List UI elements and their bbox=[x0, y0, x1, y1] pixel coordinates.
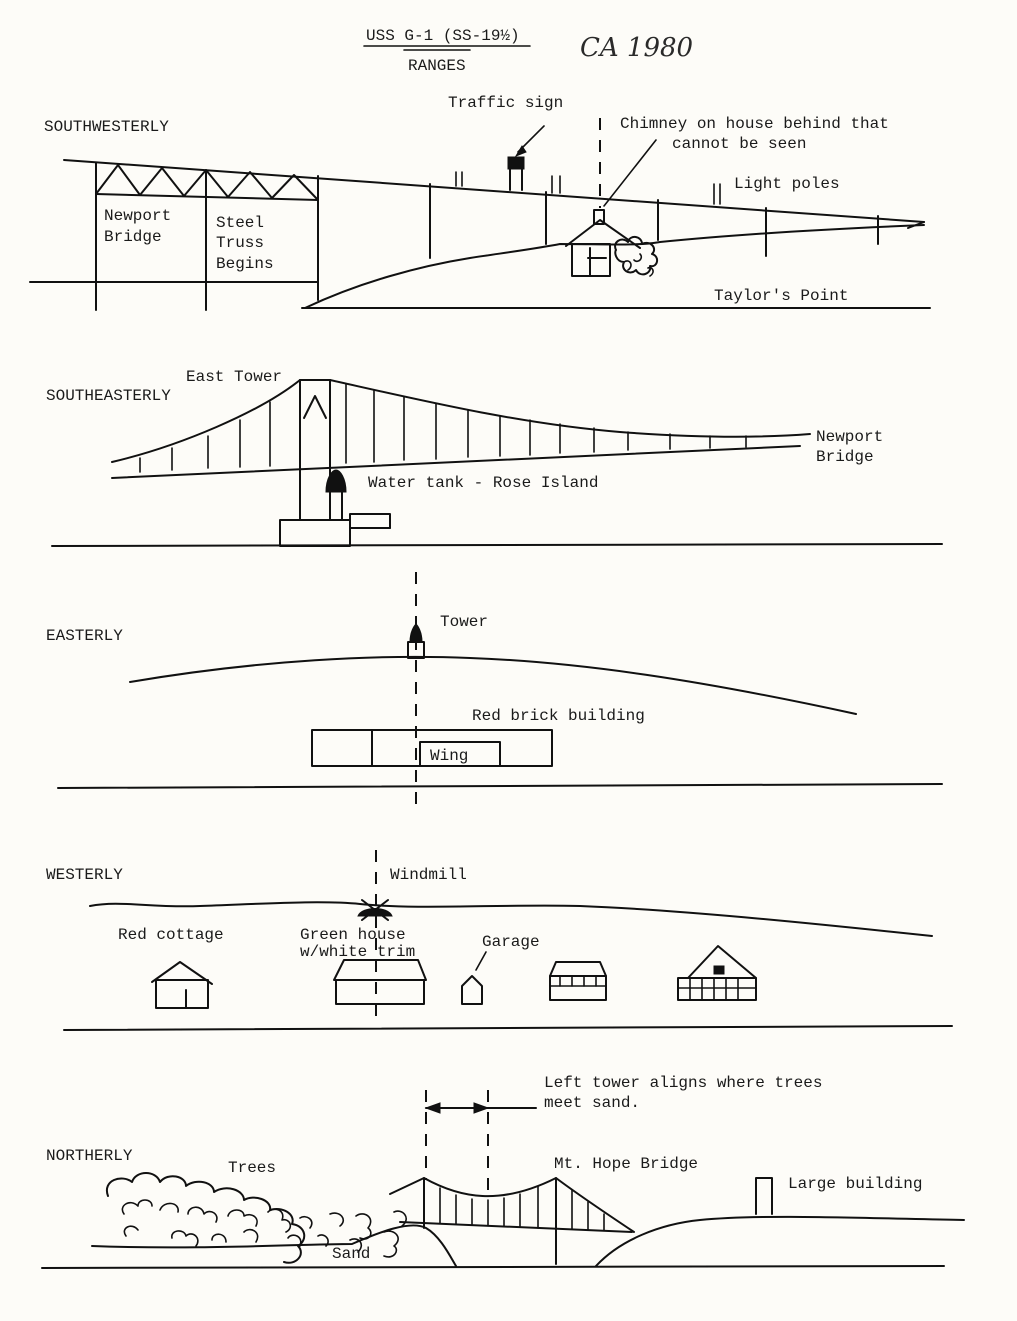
label-east-tower: East Tower bbox=[186, 368, 282, 386]
label-garage: Garage bbox=[482, 933, 540, 951]
label-steel-line1: Steel bbox=[216, 214, 264, 232]
hill-silhouette bbox=[304, 224, 925, 309]
house-roof bbox=[565, 219, 641, 249]
red-cottage bbox=[155, 979, 209, 1009]
waterline bbox=[51, 543, 943, 547]
section-easterly: EASTERLY Tower Red brick building Wing bbox=[46, 572, 943, 808]
header: USS G-1 (SS-19½) RANGES CA 1980 bbox=[363, 27, 693, 75]
hill-silhouette bbox=[129, 655, 857, 715]
label-newport-line1: Newport bbox=[816, 428, 883, 446]
label-taylors-point: Taylor's Point bbox=[714, 287, 848, 305]
heading-easterly: EASTERLY bbox=[46, 627, 123, 645]
water-tank bbox=[325, 469, 347, 493]
garage bbox=[461, 975, 483, 1005]
traffic-sign bbox=[507, 156, 525, 170]
house bbox=[677, 977, 757, 1001]
heading-northerly: NORTHERLY bbox=[46, 1147, 133, 1165]
heading-southwesterly: SOUTHWESTERLY bbox=[44, 118, 169, 136]
label-chimney-line1: Chimney on house behind that bbox=[620, 115, 889, 133]
section-northerly: NORTHERLY Left tower aligns where trees … bbox=[41, 1074, 965, 1269]
arrow-right-icon bbox=[473, 1102, 490, 1114]
hill-silhouette bbox=[89, 901, 933, 937]
house-window bbox=[713, 965, 725, 975]
house bbox=[549, 975, 607, 1001]
island-shed bbox=[349, 513, 391, 529]
shrubbery bbox=[614, 236, 658, 276]
house-roof bbox=[549, 961, 607, 977]
suspension-cable bbox=[329, 379, 811, 438]
suspender-cables bbox=[139, 383, 747, 473]
label-mt-hope-bridge: Mt. Hope Bridge bbox=[554, 1155, 698, 1173]
label-wing: Wing bbox=[430, 747, 468, 765]
large-building bbox=[755, 1177, 773, 1215]
arrow-left-icon bbox=[424, 1102, 441, 1114]
sand-shore bbox=[91, 1224, 457, 1267]
windmill-blade bbox=[361, 899, 389, 921]
bridge-deck bbox=[399, 1221, 633, 1233]
document-subtitle: RANGES bbox=[408, 57, 466, 75]
label-tower: Tower bbox=[440, 613, 488, 631]
section-westerly: WESTERLY Windmill Red cottage Green hous… bbox=[46, 850, 953, 1031]
porch-posts bbox=[677, 977, 757, 1001]
label-steel-line2: Truss bbox=[216, 234, 264, 252]
heading-southeasterly: SOUTHEASTERLY bbox=[46, 387, 171, 405]
arrow-head-icon bbox=[514, 145, 527, 158]
shrubbery-detail bbox=[623, 253, 654, 277]
handwritten-date-note: CA 1980 bbox=[580, 33, 693, 63]
bridge-deck bbox=[111, 445, 801, 479]
section-southwesterly: SOUTHWESTERLY Traffic sign bbox=[29, 94, 931, 311]
label-large-building: Large building bbox=[788, 1175, 922, 1193]
label-trees: Trees bbox=[228, 1159, 276, 1177]
label-newport-line2: Bridge bbox=[816, 448, 874, 466]
waterline bbox=[57, 783, 943, 789]
green-house-roof bbox=[333, 959, 427, 981]
hill-silhouette bbox=[595, 1215, 965, 1267]
label-red-cottage: Red cottage bbox=[118, 926, 224, 944]
garage-pointer bbox=[475, 951, 487, 971]
label-left-tower-line2: meet sand. bbox=[544, 1094, 640, 1112]
red-cottage-roof bbox=[151, 961, 213, 985]
document-title: USS G-1 (SS-19½) bbox=[366, 27, 520, 45]
island-building bbox=[279, 519, 351, 547]
chimney-pointer bbox=[603, 139, 657, 207]
suspension-cable bbox=[111, 379, 301, 463]
label-windmill: Windmill bbox=[390, 866, 467, 884]
house-roof bbox=[687, 945, 757, 979]
label-green-house-line2: w/white trim bbox=[300, 943, 415, 961]
label-light-poles: Light poles bbox=[734, 175, 840, 193]
suspension-cable bbox=[389, 1177, 635, 1233]
label-water-tank: Water tank - Rose Island bbox=[368, 474, 598, 492]
label-traffic-sign: Traffic sign bbox=[448, 94, 563, 112]
tower-base bbox=[407, 641, 425, 659]
green-house bbox=[335, 979, 425, 1005]
label-left-tower-line1: Left tower aligns where trees bbox=[544, 1074, 822, 1092]
label-steel-line3: Begins bbox=[216, 255, 274, 273]
label-newport-line1: Newport bbox=[104, 207, 171, 225]
label-chimney-line2: cannot be seen bbox=[672, 135, 806, 153]
label-green-house-line1: Green house bbox=[300, 926, 406, 944]
waterline bbox=[41, 1265, 945, 1269]
label-sand: Sand bbox=[332, 1245, 370, 1263]
heading-westerly: WESTERLY bbox=[46, 866, 123, 884]
chimney bbox=[593, 209, 605, 225]
tower bbox=[409, 623, 423, 643]
section-southeasterly: SOUTHEASTERLY East Tower bbox=[46, 368, 943, 547]
suspender-cables bbox=[439, 1185, 605, 1231]
label-red-brick-building: Red brick building bbox=[472, 707, 645, 725]
porch-posts bbox=[559, 975, 597, 987]
label-newport-line2: Bridge bbox=[104, 228, 162, 246]
waterline bbox=[63, 1025, 953, 1031]
tower-arch bbox=[303, 395, 327, 419]
building-wing bbox=[419, 741, 501, 767]
